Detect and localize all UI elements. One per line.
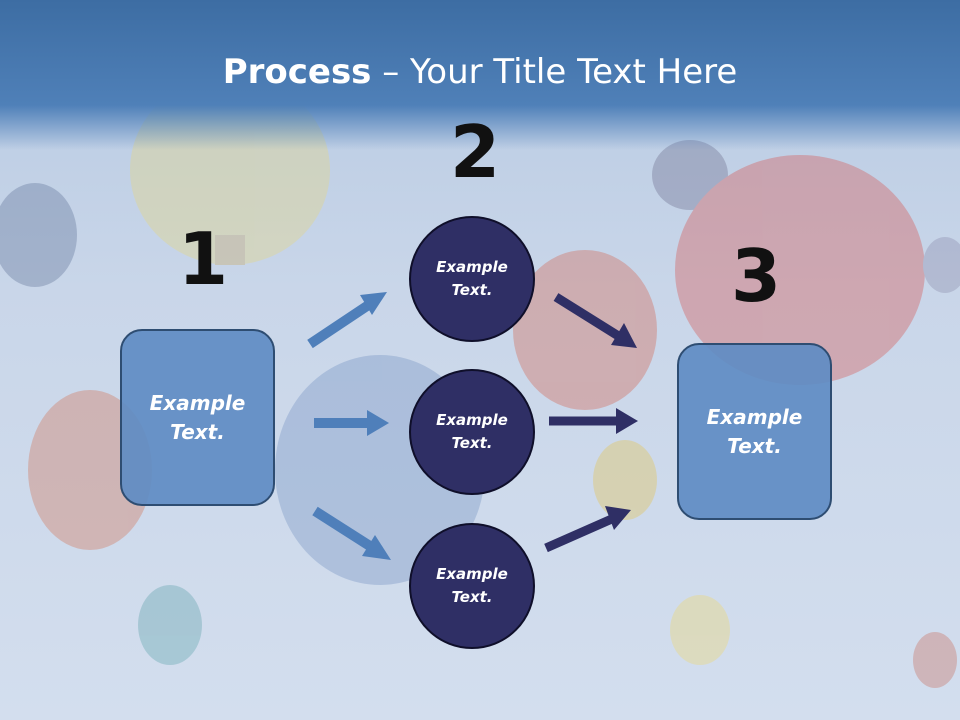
- left-box: Example Text.: [120, 329, 275, 506]
- circle-bottom: Example Text.: [409, 523, 535, 649]
- title-bold: Process: [222, 52, 372, 92]
- slide-title: Process – Your Title Text Here: [0, 52, 960, 92]
- step-number-2: 2: [450, 110, 501, 194]
- step-number-3: 3: [731, 234, 782, 318]
- title-rest: – Your Title Text Here: [371, 52, 738, 92]
- right-box: Example Text.: [677, 343, 832, 520]
- circle-middle: Example Text.: [409, 369, 535, 495]
- title-band: [0, 0, 960, 150]
- step-number-1: 1: [178, 217, 229, 301]
- circle-top: Example Text.: [409, 216, 535, 342]
